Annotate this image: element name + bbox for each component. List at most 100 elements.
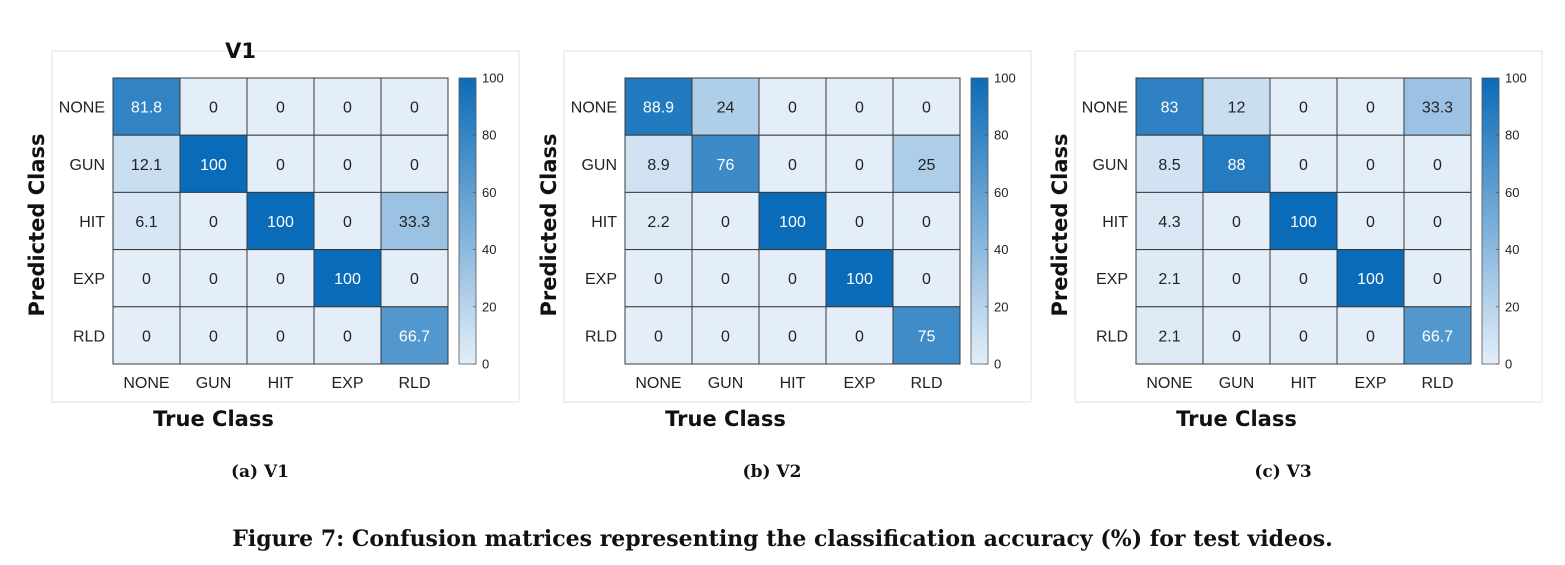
cell-value-label: 0	[343, 214, 352, 231]
cell-value-label: 0	[209, 100, 218, 117]
cell-value-label: 0	[410, 271, 419, 288]
colorbar-tick-label: 0	[482, 357, 489, 372]
cell-value-label: 0	[855, 214, 864, 231]
heatmap-cell-rld-none	[624, 306, 693, 365]
cell-value-label: 0	[1366, 100, 1375, 117]
heatmap-cell-none-hit	[1269, 77, 1338, 136]
cell-value-label: 2.1	[1158, 271, 1180, 288]
heatmap-cell-rld-gun	[179, 306, 248, 365]
heatmap-cell-rld-rld	[892, 306, 961, 365]
cell-value-label: 0	[654, 271, 663, 288]
cell-value-label: 4.3	[1158, 214, 1180, 231]
cell-value-label: 0	[788, 328, 797, 345]
heatmap-cell-gun-gun	[1202, 134, 1271, 193]
cell-value-label: 0	[343, 100, 352, 117]
cell-value-label: 0	[922, 271, 931, 288]
figure-frame	[563, 50, 1032, 403]
heatmap-cell-rld-exp	[825, 306, 894, 365]
heatmap-cell-hit-exp	[1336, 191, 1405, 251]
cell-value-label: 0	[1366, 328, 1375, 345]
cell-value-label: 0	[276, 157, 285, 174]
cell-value-label: 83	[1161, 100, 1179, 117]
heatmap-cell-exp-hit	[246, 249, 315, 308]
cell-value-label: 0	[410, 157, 419, 174]
x-tick-label: HIT	[780, 375, 806, 392]
cell-value-label: 12	[1228, 100, 1246, 117]
cell-value-label: 0	[855, 157, 864, 174]
cell-value-label: 0	[922, 100, 931, 117]
cell-value-label: 100	[200, 157, 227, 174]
sub-caption-v3: (c) V3	[1254, 462, 1312, 482]
cell-value-label: 100	[1290, 214, 1317, 231]
heatmap-cell-none-none	[624, 77, 693, 136]
x-tick-label: EXP	[331, 375, 363, 392]
x-tick-label: RLD	[398, 375, 430, 392]
chart-title: V1	[225, 39, 256, 63]
x-tick-label: NONE	[123, 375, 169, 392]
heatmap-cell-hit-none	[112, 191, 181, 251]
cell-value-label: 8.9	[647, 157, 669, 174]
y-tick-label: RLD	[1096, 328, 1128, 345]
y-tick-label: HIT	[79, 214, 105, 231]
cell-value-label: 2.2	[647, 214, 669, 231]
heatmap-cell-none-gun	[1202, 77, 1271, 136]
cell-value-label: 33.3	[1422, 100, 1453, 117]
colorbar-tick-label: 20	[1505, 299, 1519, 314]
cell-value-label: 0	[142, 271, 151, 288]
y-tick-label: HIT	[591, 214, 617, 231]
cell-value-label: 0	[1232, 214, 1241, 231]
heatmap-cell-hit-rld	[380, 191, 449, 251]
x-tick-label: HIT	[1291, 375, 1317, 392]
x-axis-label: True Class	[665, 407, 786, 431]
colorbar	[458, 77, 477, 365]
heatmap-cell-hit-gun	[179, 191, 248, 251]
cell-value-label: 0	[343, 157, 352, 174]
cell-value-label: 8.5	[1158, 157, 1180, 174]
cell-value-label: 0	[855, 100, 864, 117]
cell-value-label: 0	[1433, 157, 1442, 174]
colorbar-tick-label: 20	[482, 299, 496, 314]
colorbar-tick-label: 80	[1505, 128, 1519, 143]
heatmap-cell-none-gun	[691, 77, 760, 136]
heatmap-cell-rld-hit	[1269, 306, 1338, 365]
cell-value-label: 0	[276, 328, 285, 345]
y-tick-label: GUN	[69, 157, 105, 174]
cell-value-label: 6.1	[135, 214, 157, 231]
heatmap-cell-gun-exp	[825, 134, 894, 193]
y-axis-label: Predicted Class	[25, 133, 49, 316]
heatmap-cell-gun-rld	[892, 134, 961, 193]
heatmap-cell-gun-none	[112, 134, 181, 193]
cell-value-label: 25	[918, 157, 936, 174]
colorbar-tick-label: 80	[994, 128, 1008, 143]
x-tick-label: EXP	[843, 375, 875, 392]
heatmap-cell-none-rld	[1403, 77, 1472, 136]
heatmap-cell-none-exp	[825, 77, 894, 136]
heatmap-cell-exp-rld	[1403, 249, 1472, 308]
heatmap-cell-exp-hit	[758, 249, 827, 308]
cell-value-label: 0	[209, 271, 218, 288]
cell-value-label: 100	[779, 214, 806, 231]
heatmap-cell-gun-exp	[313, 134, 382, 193]
x-tick-label: HIT	[268, 375, 294, 392]
colorbar-tick-label: 60	[1505, 185, 1519, 200]
heatmap-cell-hit-rld	[1403, 191, 1472, 251]
heatmap-cell-gun-rld	[1403, 134, 1472, 193]
cell-value-label: 0	[142, 328, 151, 345]
cell-value-label: 0	[1299, 328, 1308, 345]
cell-value-label: 0	[343, 328, 352, 345]
x-tick-label: RLD	[1421, 375, 1453, 392]
cell-value-label: 0	[721, 271, 730, 288]
sub-caption-v1: (a) V1	[230, 462, 290, 482]
heatmap-cell-none-exp	[313, 77, 382, 136]
heatmap-cell-exp-none	[624, 249, 693, 308]
figure-frame	[51, 50, 520, 403]
figure-frame	[1074, 50, 1543, 403]
colorbar-tick-label: 0	[1505, 357, 1512, 372]
colorbar-tick-label: 40	[994, 242, 1008, 257]
heatmap-cell-exp-gun	[179, 249, 248, 308]
heatmap-cell-exp-none	[112, 249, 181, 308]
cell-value-label: 0	[721, 328, 730, 345]
